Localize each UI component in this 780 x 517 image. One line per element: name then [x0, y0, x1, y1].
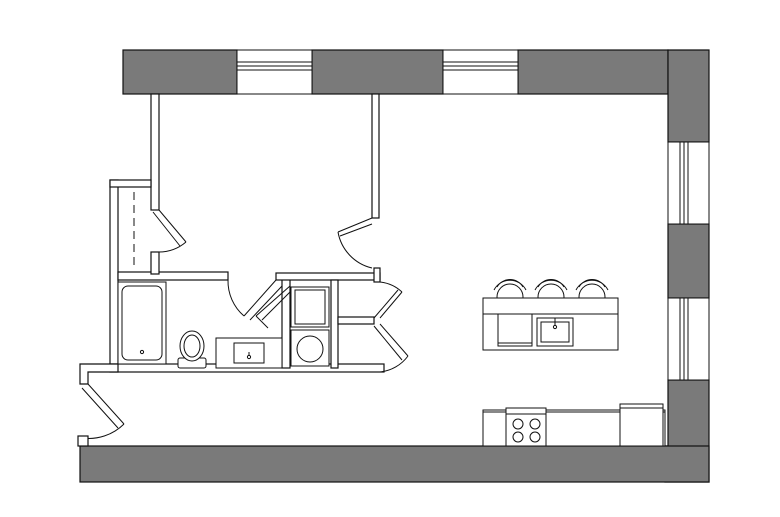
right-wall-upper: [667, 49, 710, 143]
dishwasher: [497, 313, 533, 347]
bedroom-right-wall: [371, 93, 380, 219]
doors: [77, 209, 409, 447]
dryer: [290, 329, 330, 367]
windows: [236, 49, 710, 381]
bathtub: [117, 281, 167, 365]
closet-jamb: [150, 251, 160, 275]
closet-door: [152, 209, 187, 253]
laundry-door: [255, 285, 291, 329]
bedroom-left-wall: [150, 93, 160, 211]
bedroom-door: [337, 217, 373, 269]
closet-left-wall: [109, 179, 119, 369]
window-top-2: [442, 49, 519, 95]
pantry-right-jamb: [373, 267, 381, 283]
window-right-2: [667, 297, 710, 381]
window-right-1: [667, 141, 710, 225]
vanity-sink: [215, 337, 283, 369]
bottom-wall: [79, 445, 710, 483]
top-wall-left: [122, 49, 238, 95]
pantry-door-lower: [373, 323, 409, 373]
pantry-divider: [337, 316, 375, 325]
range: [505, 407, 547, 447]
top-wall-right: [517, 49, 669, 95]
window-top-1: [236, 49, 313, 95]
exterior-walls: [79, 49, 710, 483]
bath-door: [227, 279, 283, 321]
laundry-right-wall: [330, 279, 339, 369]
closet-bottom-wall: [117, 271, 229, 281]
entry-corner-wall: [79, 363, 119, 385]
kitchen-island: [482, 297, 619, 351]
toilet: [177, 330, 207, 369]
closet-top-wall: [109, 179, 152, 188]
refrigerator: [619, 403, 664, 447]
laundry-top-wall: [275, 272, 381, 281]
pantry-door-upper: [373, 281, 403, 319]
entry-door: [77, 383, 125, 447]
kitchen-counter: [482, 403, 666, 447]
washer: [290, 286, 330, 328]
top-wall-middle: [311, 49, 444, 95]
right-wall-middle: [667, 223, 710, 299]
